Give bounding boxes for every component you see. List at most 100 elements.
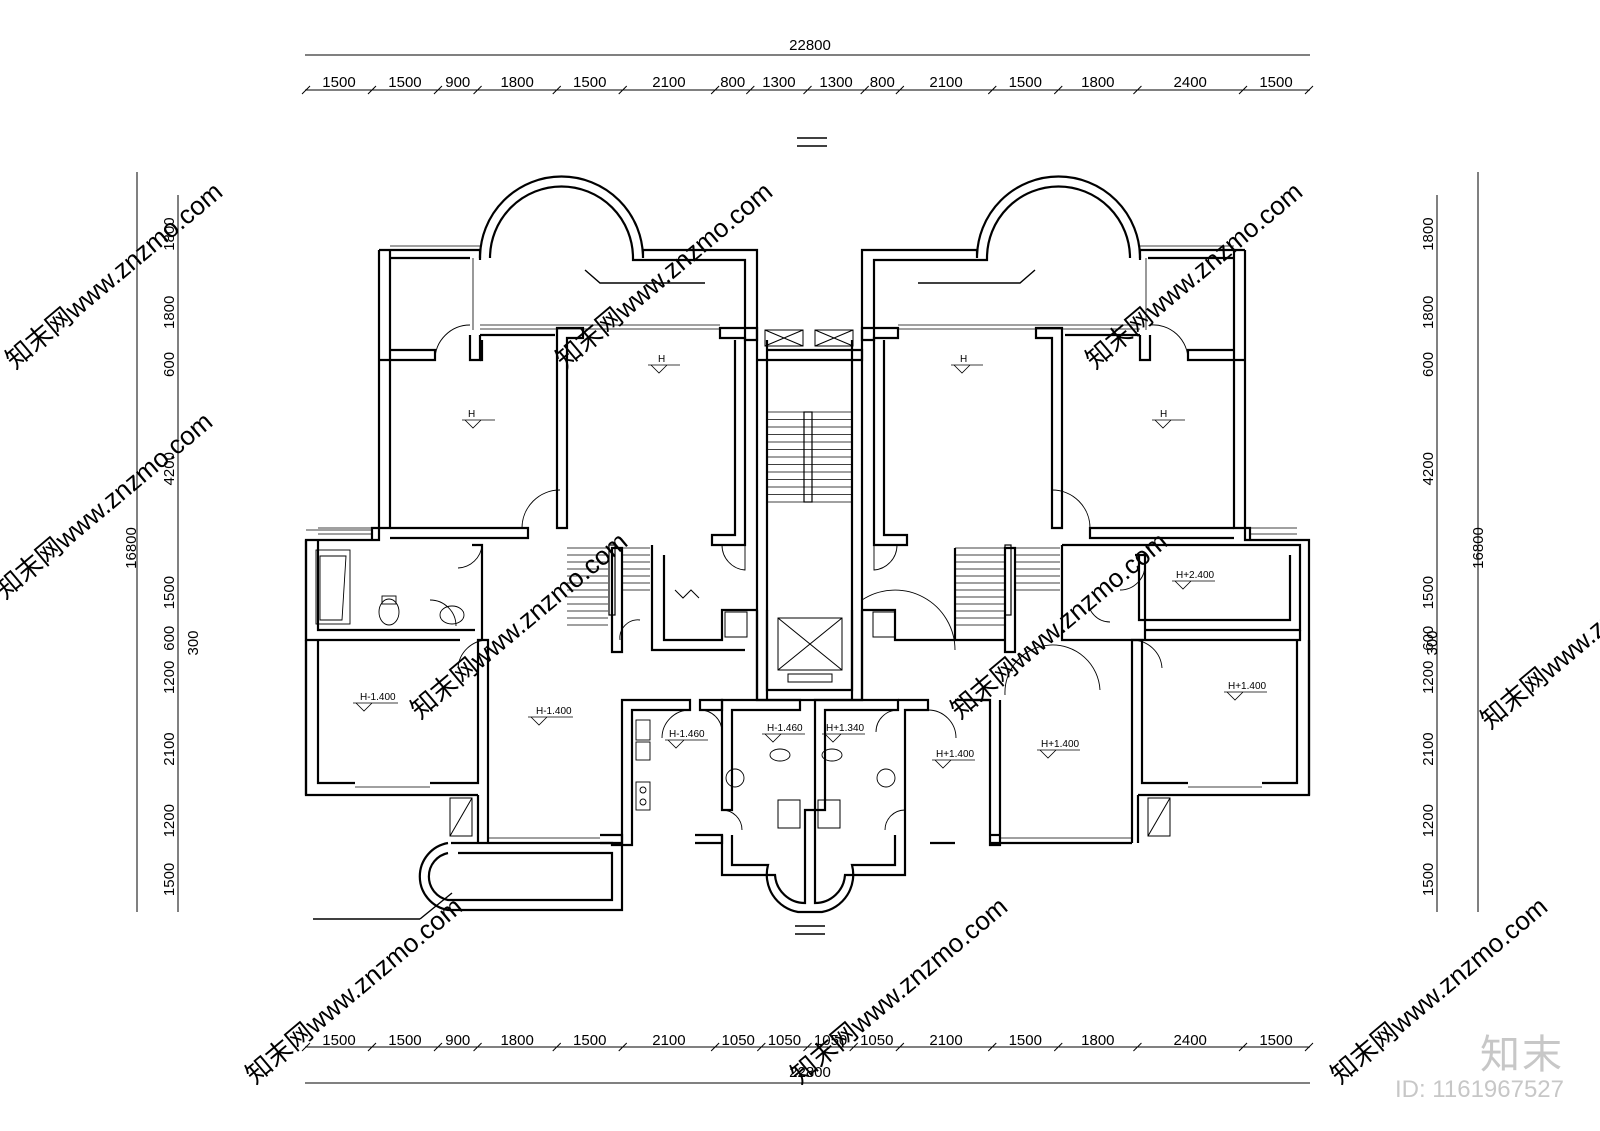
dimension-segment: 1800	[500, 1032, 533, 1049]
level-label: H-1.460	[767, 723, 803, 734]
stove-icon	[635, 781, 651, 811]
dimension-segment: 1500	[573, 1032, 606, 1049]
dimension-segment: 1500	[1420, 576, 1437, 609]
dimension-segment: 1300	[819, 74, 852, 91]
sink-icon	[635, 719, 651, 741]
dimension-segment: 1200	[161, 804, 178, 837]
dimension-segment: 1500	[1009, 74, 1042, 91]
stair-handrails	[608, 411, 1012, 616]
dimension-segment: 1500	[161, 576, 178, 609]
left-segment-dimensions: 1800 1800 600 4200 1500 600 1200 2100 1200 1500	[161, 217, 178, 896]
left-extra-dimension: 300	[185, 630, 202, 655]
level-label: H+2.400	[1176, 570, 1215, 581]
dimension-segment: 2100	[652, 1032, 685, 1049]
dimension-segment: 1800	[1420, 217, 1437, 250]
toilet-icon	[378, 598, 400, 626]
watermark-text: 知末网www.znzmo.com	[0, 406, 218, 604]
dimension-segment: 1500	[1009, 1032, 1042, 1049]
bottom-dimensions	[301, 1042, 1314, 1084]
level-markers	[353, 364, 1267, 769]
windows	[306, 245, 1297, 839]
elevator-and-shafts	[449, 329, 1171, 837]
dimension-segment: 900	[445, 1032, 470, 1049]
dimension-segment: 1800	[1081, 1032, 1114, 1049]
dimension-segment: 2100	[929, 1032, 962, 1049]
watermark-text: 知末网www.znzmo.com	[240, 891, 468, 1089]
dimension-segment: 1800	[1420, 296, 1437, 329]
watermark-brand: 知末 ID: 1161967527	[1395, 1033, 1564, 1103]
level-label: H	[1160, 409, 1167, 420]
dimension-segment: 1500	[1420, 863, 1437, 896]
level-label: H-1.400	[360, 692, 396, 703]
dimension-segment: 4200	[1420, 452, 1437, 485]
dimension-segment: 800	[720, 74, 745, 91]
dimension-segment: 1500	[573, 74, 606, 91]
washbasin-icon	[876, 768, 896, 788]
dimension-segment: 1200	[1420, 804, 1437, 837]
bottom-total-dimension: 22800	[789, 1064, 831, 1081]
dimension-segment: 1200	[1420, 661, 1437, 694]
stairs	[567, 411, 1060, 626]
dimension-segment: 1800	[161, 217, 178, 250]
dimension-segment: 1050	[768, 1032, 801, 1049]
level-label: H-1.460	[669, 729, 705, 740]
bathtub-icon	[315, 549, 351, 625]
dimension-segment: 2400	[1174, 74, 1207, 91]
watermark-text: 知末网www.znzmo.com	[1475, 536, 1600, 734]
level-label: H+1.340	[826, 723, 865, 734]
dimension-segment: 2100	[1420, 732, 1437, 765]
dimension-segment: 600	[161, 352, 178, 377]
top-dimensions	[301, 54, 1314, 95]
dimension-segment: 1500	[1259, 74, 1292, 91]
dimension-segment: 1050	[722, 1032, 755, 1049]
watermark-text: 知末网www.znzmo.com	[1080, 176, 1308, 374]
level-labels: H H H H H-1.400 H-1.400 H-1.460 H-1.460 …	[360, 354, 1267, 760]
dimension-segment: 600	[1420, 626, 1437, 651]
brand-logo: 知末	[1480, 1031, 1564, 1078]
level-label: H	[658, 354, 665, 365]
dimension-segment: 2400	[1174, 1032, 1207, 1049]
dimension-segment: 1800	[161, 296, 178, 329]
toilet-icon	[769, 748, 791, 762]
doors	[434, 324, 1189, 831]
watermark-text: 知末网www.znzmo.com	[0, 176, 228, 374]
washbasin-icon	[439, 605, 465, 625]
dimension-segment: 1200	[161, 661, 178, 694]
dimension-segment: 1500	[322, 74, 355, 91]
dimension-segment: 600	[161, 626, 178, 651]
level-label: H+1.400	[1041, 739, 1080, 750]
washbasin-icon	[725, 768, 745, 788]
watermark-layer: 知末网www.znzmo.com 知末网www.znzmo.com 知末网www…	[0, 176, 1600, 1089]
dimension-segment: 600	[1420, 352, 1437, 377]
dimension-segment: 1500	[1259, 1032, 1292, 1049]
left-total-dimension: 16800	[123, 527, 140, 569]
watermark-text: 知末网www.znzmo.com	[785, 891, 1013, 1089]
level-label: H	[960, 354, 967, 365]
right-segment-dimensions: 1800 1800 600 4200 1500 600 1200 2100 1200 1500	[1420, 217, 1437, 896]
dimension-segment: 1500	[388, 74, 421, 91]
right-dimensions	[1436, 172, 1479, 912]
dimension-segment: 1050	[814, 1032, 847, 1049]
dimension-segment: 1500	[388, 1032, 421, 1049]
right-extra-dimension: 300	[1424, 630, 1441, 655]
watermark-text: 知末网www.znzmo.com	[550, 176, 778, 374]
roof-marks	[313, 137, 1036, 935]
dimension-segment: 2100	[161, 732, 178, 765]
dimension-segment: 1300	[762, 74, 795, 91]
left-dimensions	[136, 172, 179, 912]
bottom-segment-dimensions: 1500 1500 900 1800 1500 2100 1050 1050 1050 1050 2…	[322, 1032, 1292, 1049]
dimension-segment: 1500	[161, 863, 178, 896]
dimension-segment: 1500	[322, 1032, 355, 1049]
dimension-segment: 2100	[929, 74, 962, 91]
level-label: H+1.400	[1228, 681, 1267, 692]
dimension-segment: 1050	[860, 1032, 893, 1049]
level-label: H+1.400	[936, 749, 975, 760]
walls	[304, 175, 1311, 914]
level-label: H	[468, 409, 475, 420]
dimension-segment: 4200	[161, 452, 178, 485]
dimension-segment: 1800	[1081, 74, 1114, 91]
toilet-icon	[821, 748, 843, 762]
sanitary-fixtures	[315, 549, 896, 811]
